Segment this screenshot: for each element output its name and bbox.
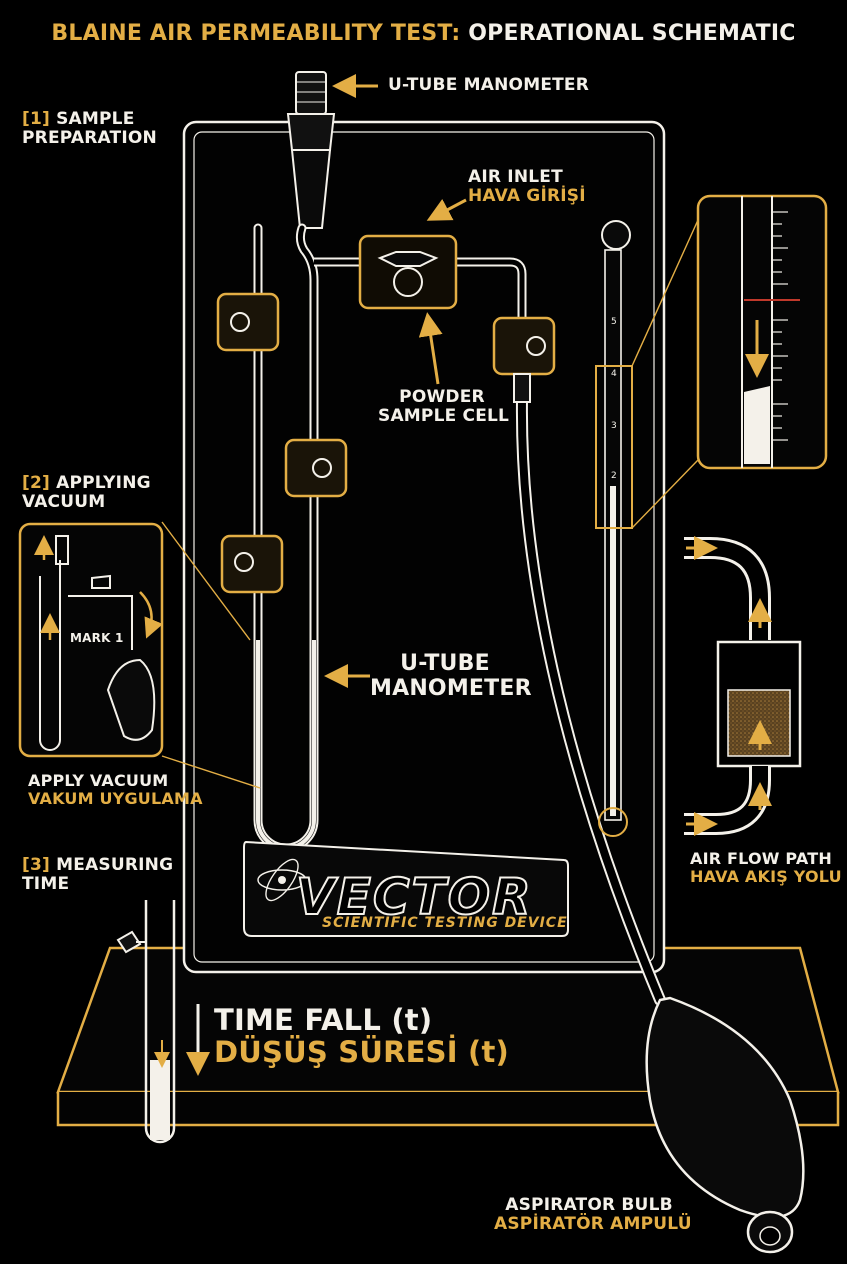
clamp-3 bbox=[220, 534, 284, 594]
label-air-inlet: AIR INLET HAVA GİRİŞİ bbox=[468, 167, 586, 207]
step-2-line1: APPLYING bbox=[56, 473, 151, 493]
scale-numbers: 5 4 3 2 1 bbox=[611, 317, 617, 581]
label-aspirator-bulb: ASPIRATOR BULB ASPİRATÖR AMPULÜ bbox=[494, 1195, 692, 1234]
scale-mark: 5 bbox=[611, 317, 617, 327]
step-1-label: [1] SAMPLE PREPARATION bbox=[22, 109, 157, 149]
step-1-number: [1] bbox=[22, 109, 50, 129]
scale-zoom-inset bbox=[631, 194, 828, 529]
apply-vacuum-tr: VAKUM UYGULAMA bbox=[28, 788, 203, 808]
base-platform bbox=[56, 946, 840, 1127]
scale-mark: 1 bbox=[611, 571, 617, 581]
top-fitting bbox=[286, 71, 336, 229]
scale-mark: 2 bbox=[611, 471, 617, 481]
time-fall-tr: DÜŞÜŞ SÜRESİ (t) bbox=[214, 1035, 509, 1070]
air-inlet-en: AIR INLET bbox=[468, 167, 563, 187]
air-flow-path-diagram bbox=[684, 536, 802, 836]
clamp-1 bbox=[216, 292, 280, 352]
clamp-2 bbox=[284, 438, 348, 498]
step-3-number: [3] bbox=[22, 855, 50, 875]
label-mid-manometer: U-TUBE MANOMETER bbox=[370, 651, 532, 701]
time-fall-en: TIME FALL (t) bbox=[214, 1003, 433, 1037]
sample-cell-line1: POWDER bbox=[399, 387, 485, 407]
mark-1-label: MARK 1 bbox=[70, 631, 124, 645]
step-2-number: [2] bbox=[22, 473, 50, 493]
clamp-4 bbox=[492, 316, 556, 376]
aspirator-bulb-en: ASPIRATOR BULB bbox=[505, 1195, 673, 1215]
air-flow-tr: HAVA AKIŞ YOLU bbox=[690, 866, 842, 886]
brand-name: VECTOR bbox=[295, 867, 533, 927]
step-1-line2: PREPARATION bbox=[22, 128, 157, 149]
aspirator-bulb-tr: ASPİRATÖR AMPULÜ bbox=[494, 1214, 692, 1235]
rubber-tube bbox=[513, 373, 666, 1006]
aspirator-bulb bbox=[645, 996, 805, 1254]
page-title: BLAINE AIR PERMEABILITY TEST: OPERATIONA… bbox=[0, 21, 847, 47]
time-fall-tube bbox=[116, 900, 210, 1144]
vacuum-inset bbox=[18, 521, 261, 789]
air-inlet-tr: HAVA GİRİŞİ bbox=[468, 186, 586, 207]
label-air-flow-path: AIR FLOW PATH HAVA AKIŞ YOLU bbox=[690, 850, 842, 886]
mid-manometer-line1: U-TUBE bbox=[400, 651, 490, 676]
step-1-line1: SAMPLE bbox=[56, 109, 135, 129]
time-fall-label: TIME FALL (t) DÜŞÜŞ SÜRESİ (t) bbox=[214, 1004, 509, 1069]
sample-cell-line2: SAMPLE CELL bbox=[378, 406, 510, 427]
connecting-pipe bbox=[314, 257, 527, 330]
apply-vacuum-en: APPLY VACUUM bbox=[28, 771, 169, 790]
step-3-line2: TIME bbox=[22, 874, 70, 895]
measuring-scale bbox=[595, 220, 633, 837]
sample-cell-block bbox=[358, 234, 458, 310]
pointer-arrows bbox=[324, 74, 467, 688]
title-part-2: OPERATIONAL SCHEMATIC bbox=[468, 21, 796, 46]
air-flow-en: AIR FLOW PATH bbox=[690, 849, 832, 868]
label-sample-cell: POWDER SAMPLE CELL bbox=[378, 387, 510, 427]
brand-plate bbox=[243, 840, 569, 937]
scale-mark: 4 bbox=[611, 369, 617, 379]
brand-tagline: SCIENTIFIC TESTING DEVICE bbox=[322, 915, 568, 931]
label-top-manometer: U-TUBE MANOMETER bbox=[388, 75, 590, 95]
step-2-line2: VACUUM bbox=[22, 492, 106, 513]
apply-vacuum-caption: APPLY VACUUM VAKUM UYGULAMA bbox=[28, 772, 203, 808]
step-3-line1: MEASURING bbox=[56, 855, 174, 875]
scale-mark: 3 bbox=[611, 421, 617, 431]
title-part-1: BLAINE AIR PERMEABILITY TEST: bbox=[51, 21, 461, 46]
step-3-label: [3] MEASURING TIME bbox=[22, 855, 174, 895]
mid-manometer-line2: MANOMETER bbox=[370, 675, 532, 701]
step-2-label: [2] APPLYING VACUUM bbox=[22, 473, 151, 513]
